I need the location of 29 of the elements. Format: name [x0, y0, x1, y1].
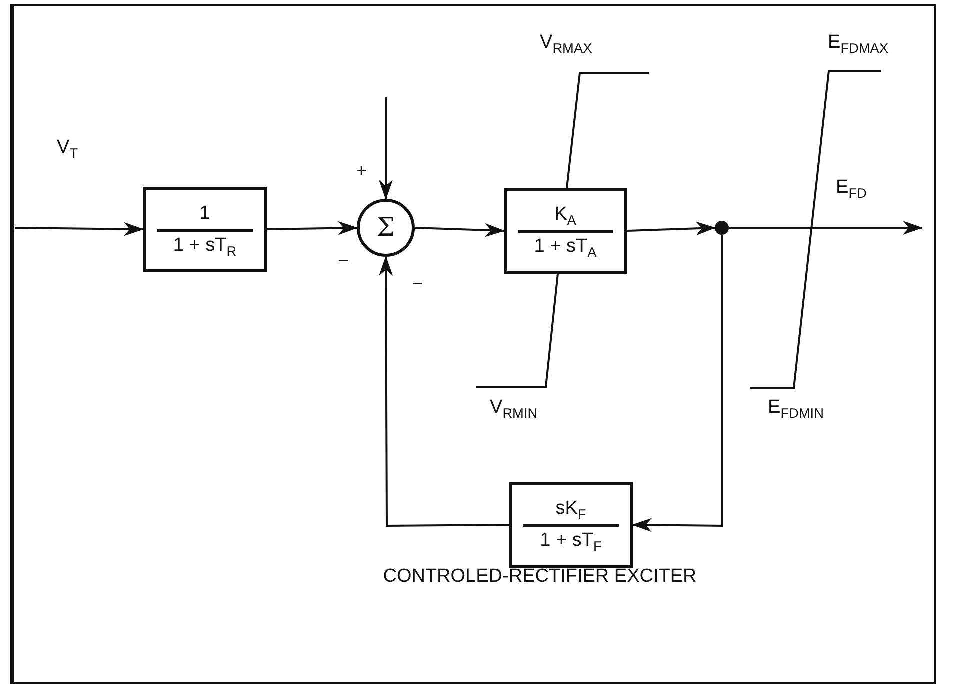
denominator: 1 + sT$_{F}$ — [540, 529, 602, 553]
denominator: 1 + sT$_{R}$ — [173, 234, 237, 258]
limit-label: E$_{FDMAX}$ — [828, 33, 889, 52]
summation-symbol: Σ — [376, 215, 396, 241]
signal-arrow — [379, 256, 509, 527]
signal-arrow — [414, 223, 505, 238]
junction-dot — [715, 221, 729, 235]
signal-arrow — [266, 221, 358, 236]
limit-label: V$_{RMAX}$ — [540, 33, 592, 52]
signal-label: E$_{FD}$ — [836, 178, 867, 197]
limit-label: V$_{RMIN}$ — [490, 398, 538, 417]
signal-arrow — [379, 97, 393, 200]
denominator: 1 + sT$_{A}$ — [534, 235, 597, 259]
transfer-function-block — [504, 188, 627, 274]
numerator: 1 — [200, 202, 210, 226]
transfer-function-block — [143, 187, 267, 272]
limit-label: + — [356, 162, 368, 181]
signal-label: V$_{T}$ — [57, 138, 78, 157]
numerator: sK$_{F}$ — [556, 497, 586, 521]
signal-arrow — [729, 221, 923, 235]
limit-label: − — [412, 275, 424, 294]
signal-arrow — [626, 222, 716, 236]
numerator: K$_{A}$ — [554, 203, 576, 227]
limit-label: E$_{FDMIN}$ — [768, 398, 824, 417]
diagram-caption: CONTROLED-RECTIFIER EXCITER — [382, 566, 698, 588]
signal-arrow — [14, 222, 144, 236]
signal-arrow — [632, 235, 723, 532]
limit-label: − — [338, 252, 350, 271]
transfer-function-block — [509, 482, 633, 568]
